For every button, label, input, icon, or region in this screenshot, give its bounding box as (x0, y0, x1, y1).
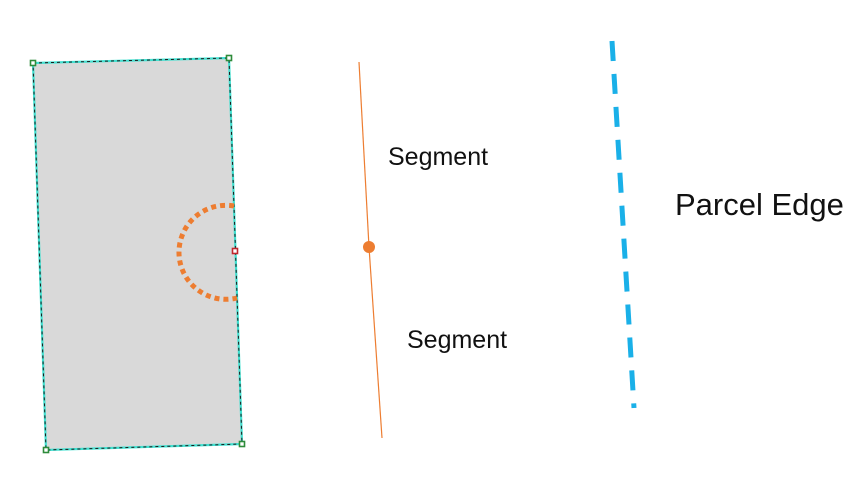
segment-label-lower: Segment (407, 326, 508, 354)
parcel-edge-line (609, 40, 637, 409)
vertex-handle[interactable] (225, 54, 233, 62)
segment-label-upper: Segment (388, 143, 489, 171)
vertex-handle[interactable] (238, 440, 246, 448)
parcel-polygon[interactable] (33, 58, 242, 450)
segment-split-point[interactable] (363, 241, 375, 253)
segment-line-upper (358, 61, 370, 248)
parcel-edge-label: Parcel Edge (675, 187, 844, 222)
vertex-handle[interactable] (29, 59, 37, 67)
arc-indicator (176, 202, 238, 302)
segment-line-lower (368, 246, 383, 439)
vertex-handle[interactable] (42, 446, 50, 454)
selected-vertex-handle[interactable] (231, 247, 239, 255)
